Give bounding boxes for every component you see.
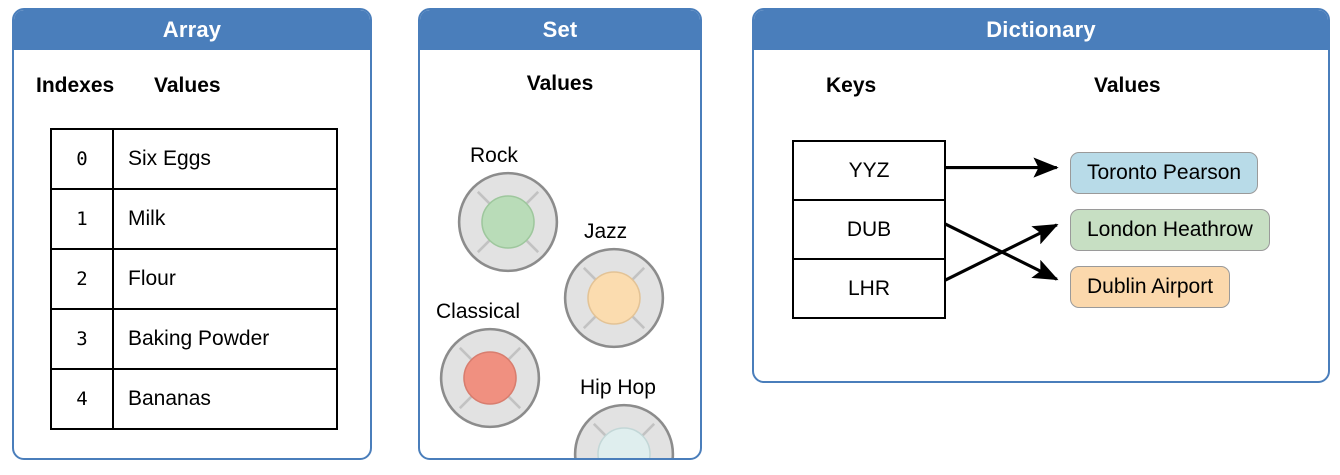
- array-value-cell: Flour: [112, 248, 338, 310]
- dictionary-value-chip: Dublin Airport: [1070, 266, 1231, 308]
- array-value-cell: Milk: [112, 188, 338, 250]
- array-card-body: Indexes Values 0 Six Eggs 1 Milk 2 Flour…: [14, 50, 370, 458]
- set-card-title: Set: [420, 10, 700, 50]
- dictionary-column-header-values: Values: [1094, 74, 1161, 97]
- dictionary-card-title: Dictionary: [754, 10, 1328, 50]
- table-row: DUB: [792, 199, 946, 260]
- array-card-title: Array: [14, 10, 370, 50]
- set-item-jazz: Jazz: [562, 220, 666, 350]
- dictionary-value-chip: Toronto Pearson: [1070, 152, 1259, 194]
- set-item-label: Hip Hop: [580, 376, 656, 399]
- set-column-header-values: Values: [526, 72, 594, 95]
- record-disc-icon: [563, 247, 665, 349]
- record-disc-icon: [573, 403, 675, 458]
- array-value-cell: Six Eggs: [112, 128, 338, 190]
- dictionary-values-list: Toronto Pearson London Heathrow Dublin A…: [1070, 152, 1270, 323]
- table-row: 4 Bananas: [50, 368, 338, 430]
- record-disc-icon: [457, 171, 559, 273]
- table-row: YYZ: [792, 140, 946, 201]
- arrow-lhr-to-london-heathrow: [944, 223, 1059, 282]
- array-index-cell: 2: [50, 248, 114, 310]
- dictionary-key-cell: DUB: [792, 199, 946, 260]
- record-disc-icon: [439, 327, 541, 429]
- set-item-label: Classical: [436, 300, 521, 323]
- table-row: 1 Milk: [50, 188, 338, 250]
- array-table: 0 Six Eggs 1 Milk 2 Flour 3 Baking Powde…: [50, 128, 338, 430]
- array-column-header-values: Values: [154, 74, 221, 97]
- dictionary-card: Dictionary Keys Values YYZ DUB LHR Toron…: [752, 8, 1330, 383]
- array-value-cell: Baking Powder: [112, 308, 338, 370]
- set-item-label: Rock: [470, 144, 518, 167]
- table-row: 2 Flour: [50, 248, 338, 310]
- array-index-cell: 1: [50, 188, 114, 250]
- set-card-body: Values Rock Jazz: [420, 50, 700, 458]
- array-index-cell: 4: [50, 368, 114, 430]
- array-card: Array Indexes Values 0 Six Eggs 1 Milk 2…: [12, 8, 372, 460]
- set-card: Set Values Rock Jazz: [418, 8, 702, 460]
- table-row: 0 Six Eggs: [50, 128, 338, 190]
- table-row: 3 Baking Powder: [50, 308, 338, 370]
- dictionary-value-chip: London Heathrow: [1070, 209, 1270, 251]
- set-item-rock: Rock: [456, 144, 560, 274]
- table-row: LHR: [792, 258, 946, 319]
- dictionary-card-body: Keys Values YYZ DUB LHR Toronto Pearson …: [754, 50, 1328, 381]
- array-column-header-indexes: Indexes: [36, 74, 115, 97]
- dictionary-key-cell: YYZ: [792, 140, 946, 201]
- set-item-label: Jazz: [584, 220, 628, 243]
- array-value-cell: Bananas: [112, 368, 338, 430]
- set-item-classical: Classical: [436, 300, 542, 430]
- dictionary-key-cell: LHR: [792, 258, 946, 319]
- dictionary-keys-table: YYZ DUB LHR: [792, 140, 946, 319]
- arrow-dub-to-dublin-airport: [944, 222, 1059, 281]
- set-item-hip-hop: Hip Hop: [572, 376, 676, 458]
- array-index-cell: 0: [50, 128, 114, 190]
- array-index-cell: 3: [50, 308, 114, 370]
- dictionary-column-header-keys: Keys: [826, 74, 877, 97]
